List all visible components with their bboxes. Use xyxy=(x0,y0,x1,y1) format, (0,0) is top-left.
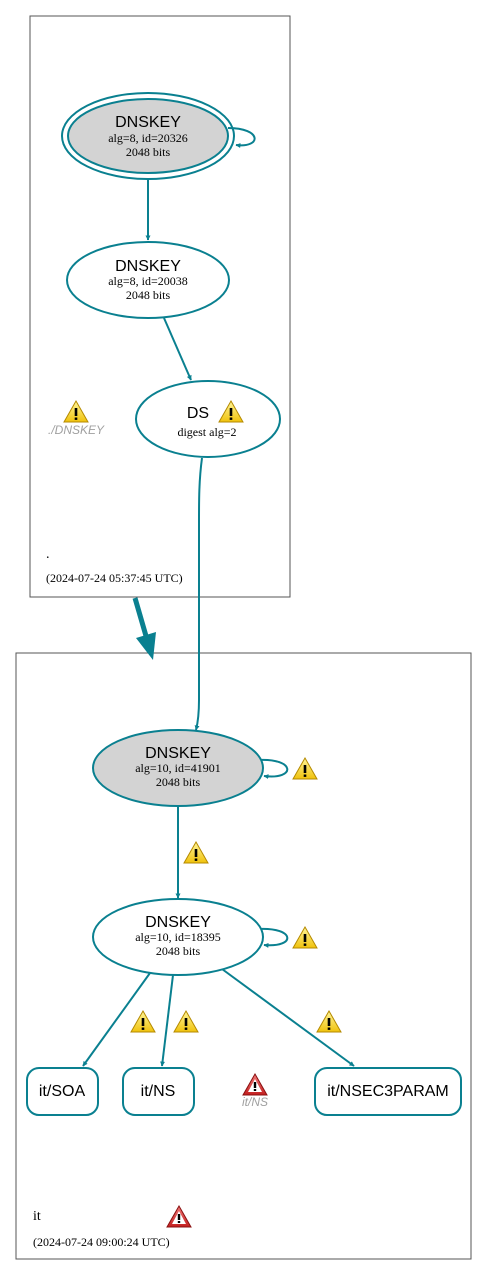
it-soa-label: it/SOA xyxy=(39,1083,86,1100)
root-ksk-self-loop xyxy=(227,127,256,148)
it-nsec3param-label: it/NSEC3PARAM xyxy=(327,1083,449,1100)
warning-icon[interactable] xyxy=(130,1009,156,1033)
root-ksk-node[interactable]: DNSKEY alg=8, id=20326 2048 bits xyxy=(61,92,235,180)
root-zone-box xyxy=(29,15,291,598)
it-zsk-to-nsec3param-edge xyxy=(221,968,355,1067)
root-zsk-to-ds-edge xyxy=(163,317,192,381)
error-icon[interactable] xyxy=(242,1072,268,1096)
root-missing-dnskey-label: ./DNSKEY xyxy=(48,423,105,437)
it-ksk-title: DNSKEY xyxy=(145,745,211,762)
root-ds-detail: digest alg=2 xyxy=(177,425,236,439)
error-icon[interactable] xyxy=(166,1204,192,1228)
it-zsk-size: 2048 bits xyxy=(156,944,201,958)
warning-icon[interactable] xyxy=(292,925,318,949)
root-missing-dnskey[interactable]: ./DNSKEY xyxy=(48,399,105,437)
warning-icon[interactable] xyxy=(173,1009,199,1033)
it-zsk-node[interactable]: DNSKEY alg=10, id=18395 2048 bits xyxy=(92,898,264,976)
root-edges xyxy=(145,127,256,731)
warning-icon[interactable] xyxy=(183,840,209,864)
it-zone-timestamp: (2024-07-24 09:00:24 UTC) xyxy=(33,1235,170,1249)
it-zsk-title: DNSKEY xyxy=(145,914,211,931)
root-zsk-title: DNSKEY xyxy=(115,258,181,275)
it-ns-error-label: it/NS xyxy=(242,1095,268,1109)
warning-icon[interactable] xyxy=(292,756,318,780)
root-zone-timestamp: (2024-07-24 05:37:45 UTC) xyxy=(46,571,183,585)
it-ns-node[interactable]: it/NS xyxy=(122,1067,195,1116)
it-zone-label: it xyxy=(33,1209,41,1224)
root-ksk-detail: alg=8, id=20326 xyxy=(108,131,188,145)
it-ksk-self-loop xyxy=(257,758,289,780)
it-zsk-detail: alg=10, id=18395 xyxy=(135,930,221,944)
it-ns-label: it/NS xyxy=(141,1083,176,1100)
it-soa-node[interactable]: it/SOA xyxy=(26,1067,99,1116)
it-zsk-to-ns-edge xyxy=(160,974,174,1067)
root-ksk-title: DNSKEY xyxy=(115,114,181,131)
root-ksk-size: 2048 bits xyxy=(126,145,171,159)
warning-icon[interactable] xyxy=(218,399,244,423)
root-ds-title: DS xyxy=(187,405,209,422)
it-edges xyxy=(82,758,355,1067)
root-zsk-size: 2048 bits xyxy=(126,288,171,302)
delegation-arrow xyxy=(132,597,156,660)
it-ksk-size: 2048 bits xyxy=(156,775,201,789)
root-ds-node[interactable]: DS digest alg=2 xyxy=(135,380,281,458)
it-ksk-node[interactable]: DNSKEY alg=10, id=41901 2048 bits xyxy=(92,729,264,807)
warning-icon[interactable] xyxy=(63,399,89,423)
it-ns-error[interactable]: it/NS xyxy=(242,1072,268,1109)
it-zsk-to-soa-edge xyxy=(82,972,151,1067)
root-zsk-detail: alg=8, id=20038 xyxy=(108,274,188,288)
root-zone-label: . xyxy=(46,547,50,562)
warning-icon[interactable] xyxy=(316,1009,342,1033)
ds-to-it-ksk-edge xyxy=(194,457,203,731)
it-nsec3param-node[interactable]: it/NSEC3PARAM xyxy=(314,1067,462,1116)
it-zsk-self-loop xyxy=(257,927,289,948)
it-zone-box xyxy=(15,652,472,1260)
root-zsk-node[interactable]: DNSKEY alg=8, id=20038 2048 bits xyxy=(66,241,230,319)
it-ksk-detail: alg=10, id=41901 xyxy=(135,761,221,775)
